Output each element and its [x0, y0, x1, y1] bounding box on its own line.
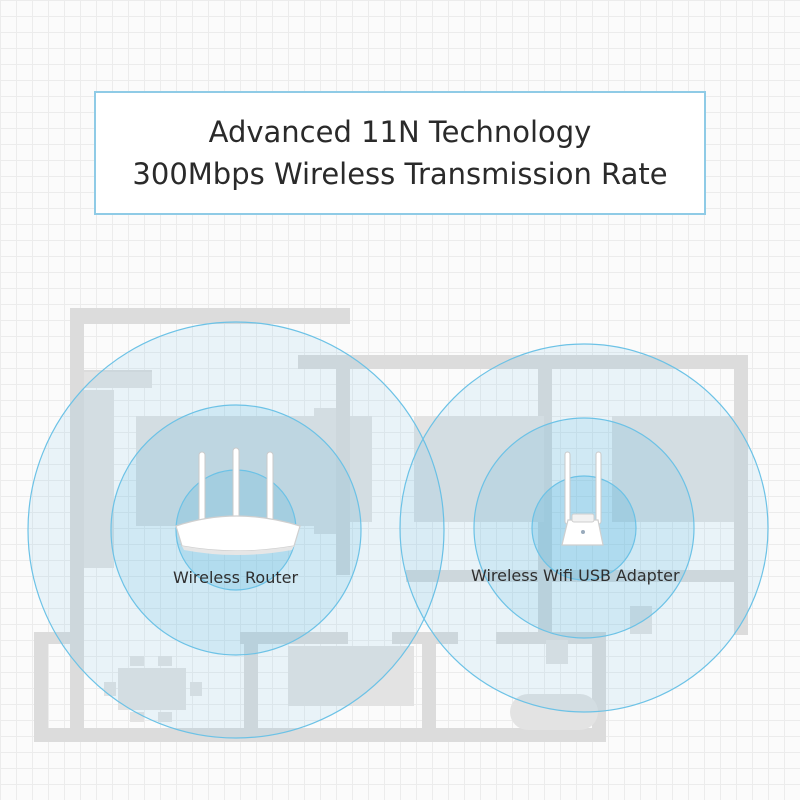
- usb-adapter-icon: [561, 451, 604, 546]
- adapter-label: Wireless Wifi USB Adapter: [471, 566, 680, 585]
- router-icon: [175, 447, 301, 555]
- floor-plan-walls: [34, 308, 748, 742]
- headline-line-2: 300Mbps Wireless Transmission Rate: [132, 157, 668, 191]
- router-label: Wireless Router: [173, 568, 299, 587]
- headline-line-1: Advanced 11N Technology: [208, 115, 592, 149]
- headline-box: Advanced 11N Technology 300Mbps Wireless…: [94, 91, 706, 215]
- floor-plan-furniture: [84, 372, 734, 730]
